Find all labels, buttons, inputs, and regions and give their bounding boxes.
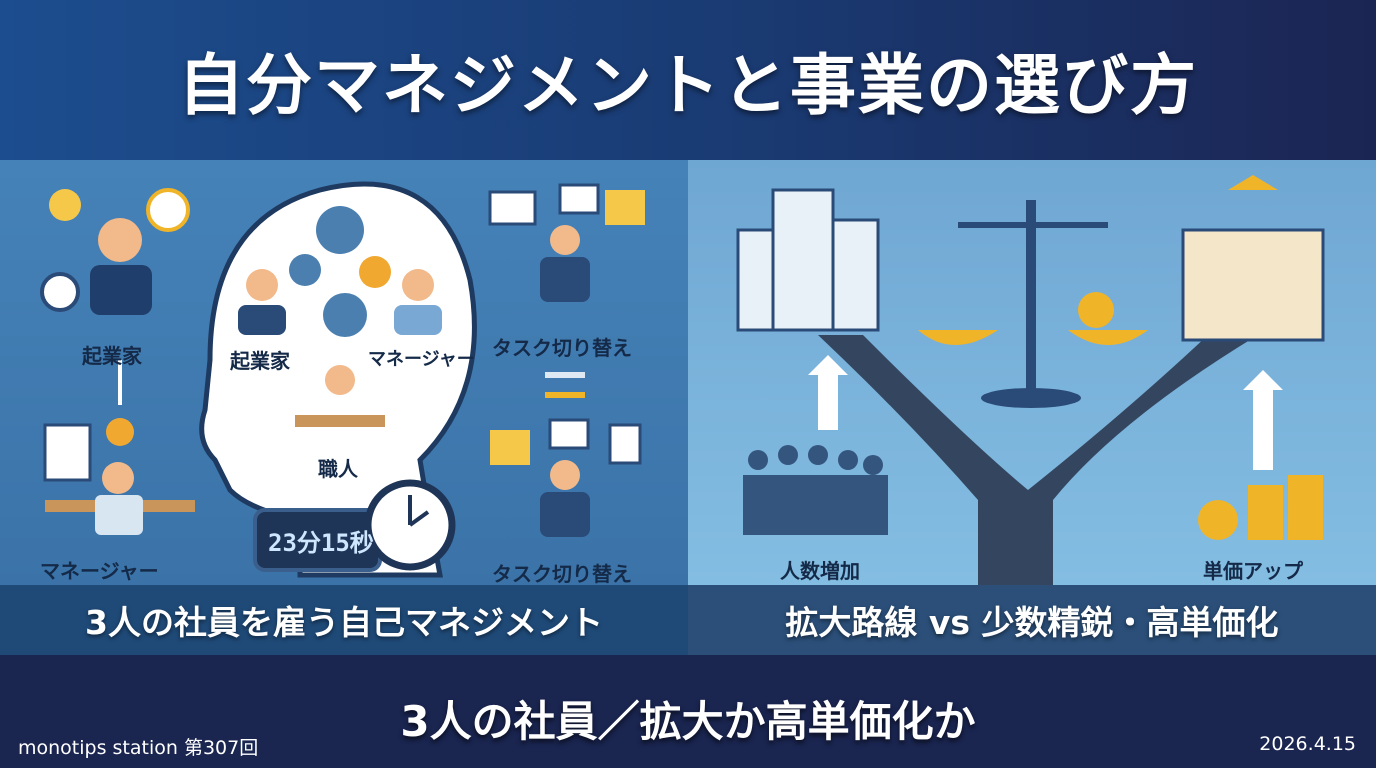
task-switch-top-icon bbox=[488, 183, 645, 302]
label-task-switch-top: タスク切り替え bbox=[492, 336, 632, 360]
self-management-illustration: 起業家 マネージャー 起業家 マネージャー 職人 タスク切り替え タスク切り替え… bbox=[0, 160, 688, 586]
label-manager-inner: マネージャー bbox=[368, 349, 475, 370]
timer-readout: 23分15秒 bbox=[268, 529, 374, 557]
gold-coins-icon bbox=[1198, 475, 1323, 540]
bottom-band bbox=[0, 655, 1376, 768]
gear-icon bbox=[289, 206, 367, 337]
label-manager-outer: マネージャー bbox=[40, 559, 159, 583]
label-entrepreneur-inner: 起業家 bbox=[230, 349, 290, 373]
up-arrow-icon bbox=[808, 355, 848, 430]
road-icon bbox=[818, 335, 1258, 585]
label-task-switch-bottom: タスク切り替え bbox=[492, 562, 632, 586]
swap-icon bbox=[545, 372, 585, 398]
label-entrepreneur-outer: 起業家 bbox=[82, 344, 142, 368]
craftsman-person-icon bbox=[295, 365, 385, 427]
task-switch-bottom-icon bbox=[490, 418, 642, 537]
page-title: 自分マネジメントと事業の選び方 bbox=[178, 47, 1198, 124]
business-choice-illustration: 人数増加 単価アップ bbox=[688, 160, 1376, 585]
city-buildings-icon bbox=[736, 188, 880, 332]
up-arrow-icon bbox=[1243, 370, 1283, 470]
gear-icon bbox=[359, 256, 391, 288]
clock-icon bbox=[364, 479, 456, 571]
episode-label: monotips station 第307回 bbox=[18, 737, 259, 759]
label-price-up: 単価アップ bbox=[1203, 559, 1303, 583]
manager-outer-icon bbox=[43, 418, 195, 535]
date-label: 2026.4.15 bbox=[1259, 733, 1356, 755]
caption-left: 3人の社員を雇う自己マネジメント bbox=[0, 585, 688, 655]
title-band: 自分マネジメントと事業の選び方 bbox=[0, 0, 1376, 160]
mansion-icon bbox=[1181, 175, 1325, 342]
balance-scale-icon bbox=[918, 200, 1148, 408]
subtitle: 3人の社員／拡大か高単価化か bbox=[400, 697, 976, 746]
entrepreneur-outer-icon bbox=[40, 188, 190, 315]
label-craftsman-inner: 職人 bbox=[318, 457, 358, 481]
label-headcount: 人数増加 bbox=[780, 559, 860, 583]
entrepreneur-person-icon bbox=[238, 269, 286, 335]
caption-right: 拡大路線 vs 少数精鋭・高単価化 bbox=[688, 585, 1376, 655]
manager-person-icon bbox=[394, 269, 442, 335]
crowd-icon bbox=[743, 445, 888, 535]
